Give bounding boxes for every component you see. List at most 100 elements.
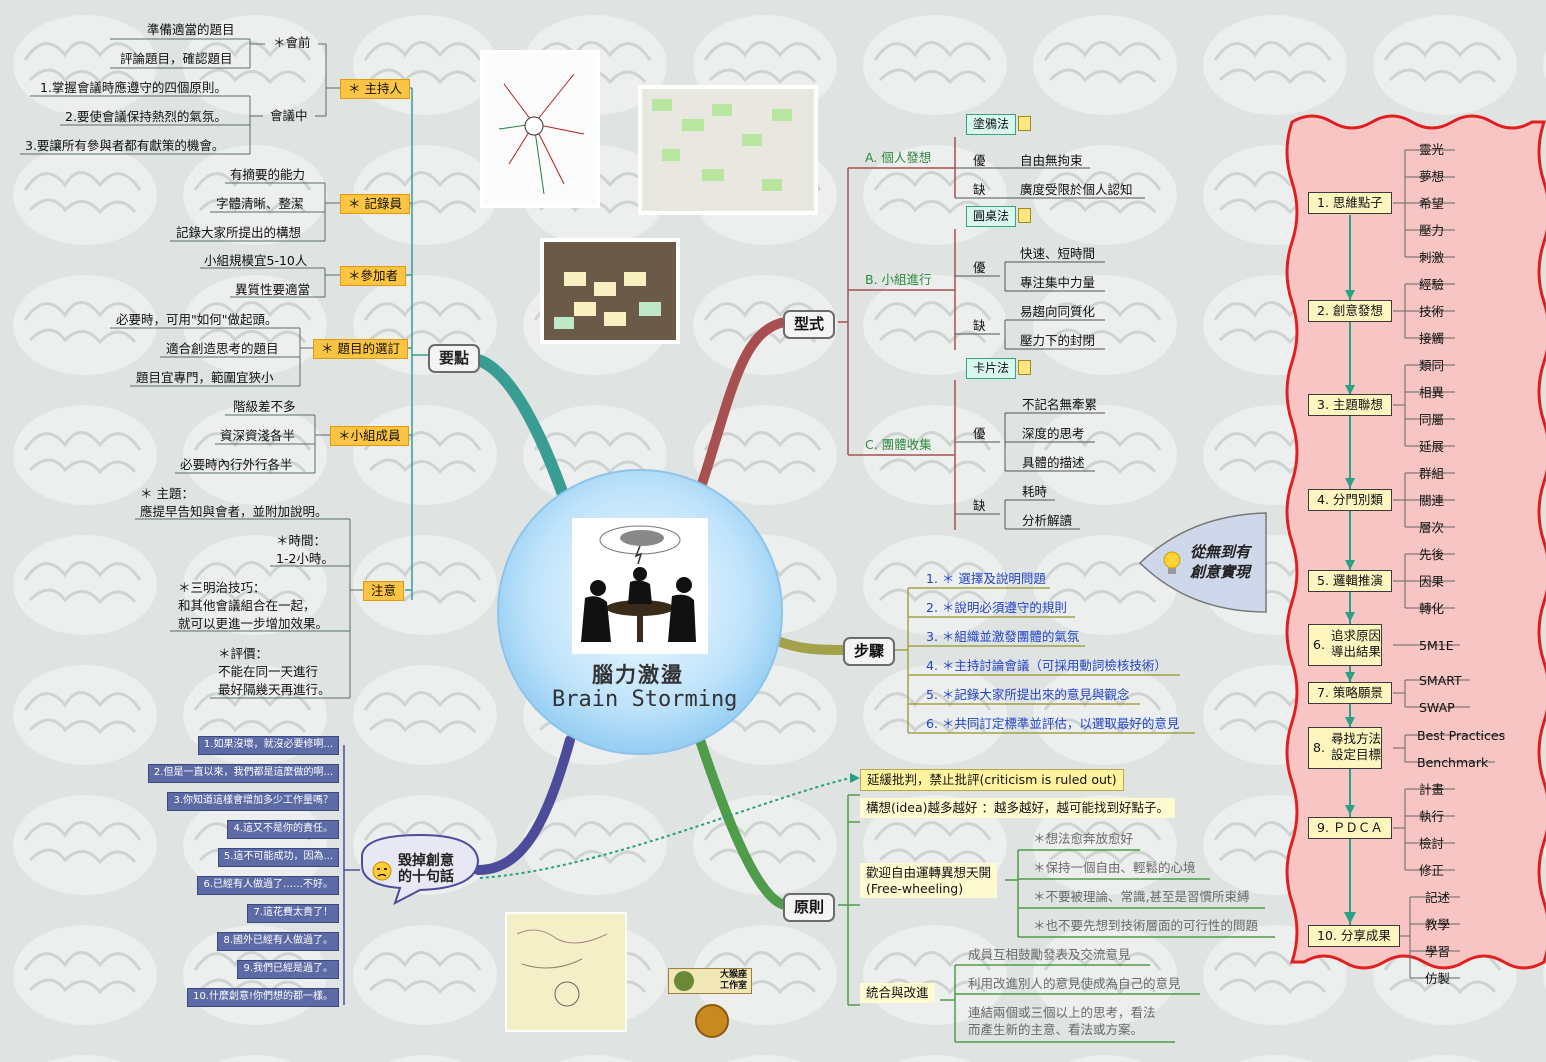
yaodian-members-item: 資深資淺各半 — [220, 428, 296, 443]
yaodian-participants[interactable]: ＊參加者 — [340, 266, 407, 286]
process-panel — [1285, 114, 1546, 970]
center-title-zh: 腦力激盪 — [592, 663, 684, 687]
xingshi-c[interactable]: C. 團體收集 — [865, 437, 932, 452]
negative-phrase[interactable]: 10.什麼創意!你們想的都一樣。 — [187, 988, 339, 1007]
yaodian-topic-choice[interactable]: ＊ 題目的選訂 — [313, 339, 408, 359]
center-illustration — [572, 518, 708, 654]
yaodian-notes-item: ＊時間： 1-2小時。 — [276, 533, 334, 567]
process-item: 靈光 — [1419, 142, 1445, 157]
yuanze-p1[interactable]: 延緩批判，禁止批評(criticism is ruled out) — [860, 769, 1124, 791]
cards-photo — [540, 238, 680, 344]
process-step[interactable]: 3. 主題聯想 — [1308, 394, 1392, 416]
process-step[interactable]: 5. 邏輯推演 — [1308, 570, 1392, 592]
xingshi-con-label: 缺 — [973, 318, 986, 333]
yuanze-p2[interactable]: 構想(idea)越多越好 ：越多越好，越可能找到好點子。 — [860, 798, 1175, 818]
buzhou-step[interactable]: 3. ＊組織並激發團體的氣氛 — [926, 629, 1080, 644]
topic-yaodian[interactable]: 要點 — [428, 344, 481, 373]
xingshi-b-method[interactable]: 圓桌法 — [966, 206, 1017, 227]
callout-text: 從無到有 創意實現 — [1190, 543, 1251, 581]
negative-phrase[interactable]: 2.但是一直以來，我們都是這麼做的啊... — [147, 764, 339, 783]
seal-stamp — [695, 1004, 729, 1038]
xingshi-a-method[interactable]: 塗鴉法 — [966, 114, 1017, 135]
xingshi-b-pro: 專注集中力量 — [1020, 275, 1096, 290]
yuanze-p3-item: ＊也不要先想到技術層面的可行性的問題 — [1033, 918, 1259, 933]
process-item: 壓力 — [1419, 223, 1445, 238]
negative-phrase[interactable]: 1.如果沒壞，就沒必要修啊... — [197, 736, 339, 755]
yaodian-members-item: 必要時內行外行各半 — [180, 457, 293, 472]
process-item: 教學 — [1425, 917, 1451, 932]
process-item: 記述 — [1425, 890, 1451, 905]
process-step[interactable]: 10. 分享成果 — [1308, 925, 1400, 947]
negative-phrase[interactable]: 6.已經有人做過了……不好。 — [197, 876, 339, 895]
process-step[interactable]: 1. 思維點子 — [1308, 192, 1392, 214]
yaodian-during[interactable]: 會議中 — [270, 108, 308, 123]
yaodian-host[interactable]: ＊ 主持人 — [340, 79, 410, 99]
yaodian-members[interactable]: ＊小組成員 — [330, 426, 409, 446]
xingshi-b[interactable]: B. 小組進行 — [865, 272, 932, 287]
yaodian-during-item: 2.要使會議保持熱烈的氣氛。 — [65, 109, 227, 124]
xingshi-c-method[interactable]: 卡片法 — [966, 358, 1017, 379]
xingshi-pro-label: 優 — [973, 153, 986, 168]
topic-yuanze[interactable]: 原則 — [783, 893, 836, 922]
buzhou-step[interactable]: 4. ＊主持討論會議（可採用動詞檢核技術） — [926, 658, 1167, 673]
xingshi-c-pro: 具體的描述 — [1022, 455, 1085, 470]
process-step[interactable]: 4. 分門別類 — [1308, 489, 1392, 511]
xingshi-a-con: 廣度受限於個人認知 — [1020, 182, 1133, 197]
process-step[interactable]: 6. 追求原因 導出結果 — [1308, 624, 1382, 666]
buzhou-step[interactable]: 6. ＊共同訂定標準並評估，以選取最好的意見 — [926, 716, 1180, 731]
yaodian-recorder[interactable]: ＊ 記錄員 — [340, 194, 410, 214]
process-item: 接觸 — [1419, 331, 1445, 346]
negative-phrase[interactable]: 4.這又不是你的責任。 — [227, 820, 339, 839]
topic-xingshi[interactable]: 型式 — [783, 310, 836, 339]
process-step[interactable]: 8. 尋找方法 設定目標 — [1308, 727, 1382, 769]
center-title-en: Brain Storming — [552, 687, 738, 712]
sketch-image — [505, 912, 627, 1032]
process-step[interactable]: 7. 策略願景 — [1308, 682, 1392, 704]
buzhou-step[interactable]: 2. ＊說明必須遵守的規則 — [926, 600, 1067, 615]
yaodian-during-item: 3.要讓所有參與者都有獻策的機會。 — [25, 138, 225, 153]
yaodian-recorder-item: 記錄大家所提出的構想 — [176, 225, 302, 240]
negative-phrase[interactable]: 9.我們已經是過了。 — [237, 960, 339, 979]
yaodian-participants-item: 異質性要適當 — [235, 282, 311, 297]
xingshi-pro-label: 優 — [973, 260, 986, 275]
negative-phrase[interactable]: 8.國外已經有人做過了。 — [217, 932, 339, 951]
process-item: 先後 — [1419, 547, 1445, 562]
xingshi-a-pro: 自由無拘束 — [1020, 153, 1083, 168]
yaodian-notes[interactable]: 注意 — [363, 581, 405, 601]
negative-phrase[interactable]: 5.這不可能成功，因為... — [217, 848, 339, 867]
yaodian-topic-item: 必要時，可用"如何"做起頭。 — [116, 312, 278, 327]
topic-huidiao[interactable]: 毀掉創意 的十句話 — [398, 853, 454, 886]
buzhou-step[interactable]: 5. ＊記錄大家所提出來的意見與觀念 — [926, 687, 1130, 702]
yaodian-before[interactable]: ＊會前 — [273, 35, 311, 50]
process-item: SMART — [1419, 673, 1462, 688]
buzhou-step[interactable]: 1. ＊ 選擇及說明問題 — [926, 571, 1046, 586]
process-item: 相異 — [1419, 385, 1445, 400]
xingshi-c-con: 耗時 — [1022, 484, 1048, 499]
process-item: 類同 — [1419, 358, 1445, 373]
process-item: 轉化 — [1419, 601, 1445, 616]
yuanze-p4-item: 成員互相鼓勵發表及交流意見 — [968, 947, 1131, 962]
xingshi-a[interactable]: A. 個人發想 — [865, 150, 932, 165]
negative-phrase[interactable]: 7.這花費太貴了！ — [247, 904, 339, 923]
yuanze-p3-item: ＊不要被理論、常識,甚至是習慣所束縛 — [1033, 889, 1250, 904]
process-step-sub: 追求原因 導出結果 — [1331, 628, 1382, 660]
process-item: 仿製 — [1425, 971, 1451, 986]
yaodian-notes-item: ＊ 主題： 應提早告知與會者，並附加說明。 — [140, 486, 328, 520]
process-item: 計畫 — [1419, 782, 1445, 797]
process-step-number: 6. — [1313, 637, 1325, 652]
yuanze-p3[interactable]: 歡迎自由運轉異想天開 (Free-wheeling) — [860, 863, 998, 899]
note-icon — [1018, 208, 1031, 223]
yaodian-recorder-item: 字體清晰、整潔 — [216, 196, 304, 211]
process-step[interactable]: 2. 創意發想 — [1308, 300, 1392, 322]
topic-buzhou[interactable]: 步驟 — [843, 637, 896, 666]
process-item: 夢想 — [1419, 169, 1445, 184]
yuanze-p4[interactable]: 統合與改進 — [860, 983, 935, 1003]
negative-phrase[interactable]: 3.你知道這樣會增加多少工作量嗎？ — [167, 792, 339, 811]
whiteboard-photo — [638, 85, 818, 215]
process-step-sub: 尋找方法 設定目標 — [1331, 731, 1382, 763]
yuanze-p3-item: ＊保持一個自由、輕鬆的心境 — [1033, 860, 1196, 875]
process-step[interactable]: 9. ＰＤＣＡ — [1308, 817, 1392, 839]
xingshi-b-con: 易趨向同質化 — [1020, 304, 1096, 319]
yaodian-notes-item: ＊評價： 不能在同一天進行 最好隔幾天再進行。 — [218, 646, 331, 698]
